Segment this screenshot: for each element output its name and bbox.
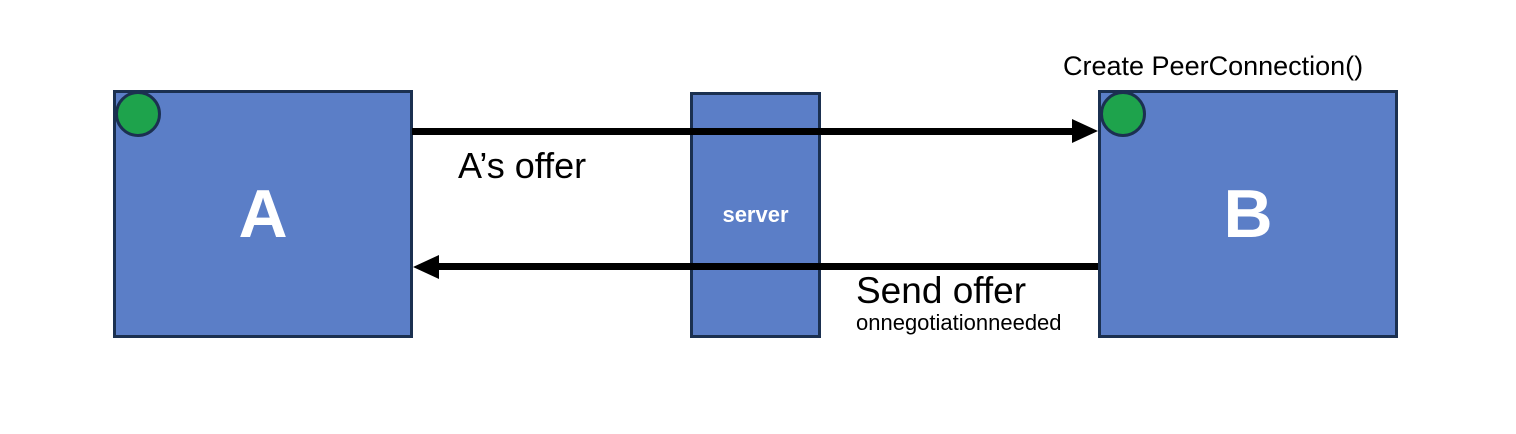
offer-arrow-shaft [412,128,1074,135]
peer-b-label: B [1223,176,1273,252]
peer-a-green-status-circle-icon [115,91,161,137]
send-offer-arrowhead-left-icon [413,255,439,279]
send-offer-arrow-shaft [437,263,1098,270]
peer-b-box: B [1098,90,1398,338]
create-peerconnection-caption: Create PeerConnection() [1063,51,1364,81]
offer-arrowhead-right-icon [1072,119,1098,143]
server-label: server [722,202,789,227]
a-offer-label: A’s offer [458,145,587,186]
onnegotiationneeded-label: onnegotiationneeded [856,310,1062,335]
peer-a-box: A [113,90,413,338]
peer-b-green-status-circle-icon [1100,91,1146,137]
send-offer-label: Send offer [856,270,1027,311]
peer-a-label: A [238,176,288,252]
